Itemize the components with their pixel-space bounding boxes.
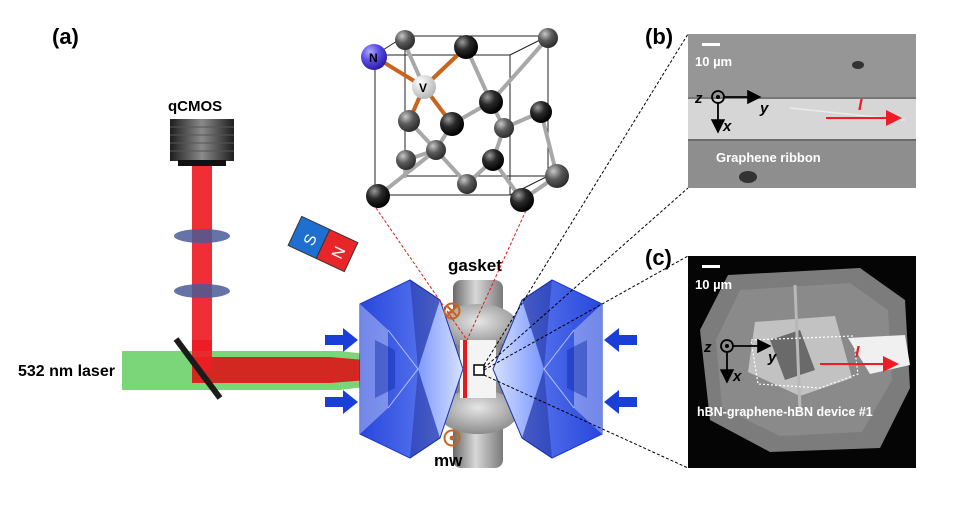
camera-label: qCMOS [168,98,222,115]
carbon-atom [545,164,569,188]
panel-b-caption: Graphene ribbon [716,150,821,165]
microwave-wire [463,340,467,398]
axis-y-label: y [767,349,777,366]
field-into-page-icon [443,302,461,320]
scale-bar [702,265,720,268]
carbon-atom [530,101,552,123]
force-arrow-icon [325,328,637,414]
panel-label-c: (c) [645,245,672,270]
nitrogen-atom [361,44,387,70]
panel-label-b: (b) [645,24,673,49]
vacancy-site [412,75,436,99]
qcmos-camera-icon [170,119,234,166]
zoom-line [466,205,529,341]
panel-c-micrograph [688,256,916,468]
scale-bar [702,43,720,46]
carbon-atom [398,110,420,132]
lens-icon [174,229,230,243]
carbon-atom [454,35,478,59]
carbon-atom [396,150,416,170]
axis-triad [710,89,762,134]
field-out-of-page-icon [443,429,461,447]
carbon-atom [510,188,534,212]
zoom-line [483,255,689,371]
axis-y-label: y [759,100,769,117]
axis-x-label: x [722,118,732,135]
zoom-line [483,374,689,469]
scale-bar-label: 10 µm [695,54,732,69]
scale-bar-label: 10 µm [695,277,732,292]
zoom-line [483,187,689,369]
carbon-atom [479,90,503,114]
panel-c-caption: hBN-graphene-hBN device #1 [697,405,873,419]
mw-label: mw [434,451,463,470]
laser-label: 532 nm laser [18,363,115,380]
sample-region-marker [473,364,485,376]
left-diamond-anvil-icon [359,279,464,459]
carbon-atom [538,28,558,48]
carbon-atom [494,118,514,138]
gasket-label: gasket [448,256,502,275]
carbon-atom [457,174,477,194]
carbon-atom [426,140,446,160]
right-diamond-anvil-icon [492,279,603,459]
carbon-atom [366,184,390,208]
axis-z-label: z [694,90,703,107]
nitrogen-label: N [369,51,378,65]
magnet-icon: S N [287,215,359,273]
carbon-atom [440,112,464,136]
panel-label-a: (a) [52,24,79,49]
carbon-atom [395,30,415,50]
carbon-atom [482,149,504,171]
red-beam-vertical [192,166,212,366]
current-label: I [855,344,860,361]
lens-icon [174,284,230,298]
axis-triad [719,338,772,384]
nv-center-lattice: N V [361,28,569,212]
axis-x-label: x [732,368,742,385]
dichroic-mirror-icon [173,337,223,400]
vacancy-label: V [419,81,427,95]
axis-z-label: z [703,339,712,356]
current-label: I [858,97,863,114]
zoom-line [375,207,468,341]
